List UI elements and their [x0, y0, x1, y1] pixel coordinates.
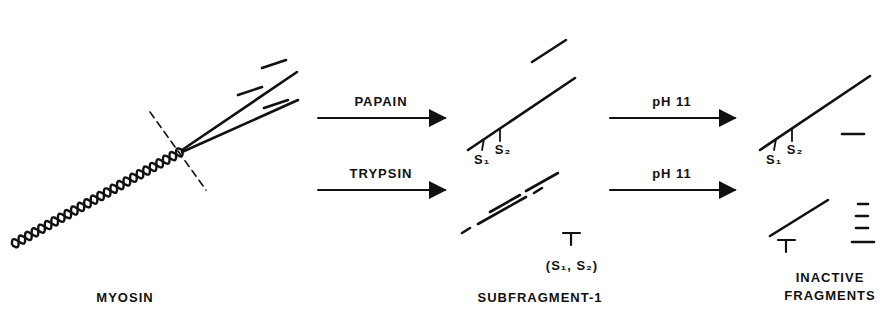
light-chain [852, 241, 874, 244]
cleavage-line [150, 112, 206, 190]
sulfhydryl-tick [774, 139, 776, 150]
site-label: S₁ [766, 151, 782, 169]
myosin-tail [12, 148, 183, 247]
heavy-chain [462, 228, 470, 233]
site-label: S₂ [787, 141, 803, 159]
enzyme-label: TRYPSIN [350, 165, 413, 183]
light-chain [842, 133, 864, 136]
light-chain [858, 203, 868, 206]
site-label: S₁ [474, 151, 490, 169]
sulfhydryl-tick [482, 139, 484, 150]
reaction-arrow [318, 117, 445, 119]
condition-label: pH 11 [652, 93, 692, 111]
light-chain [856, 227, 868, 230]
site-label: (S₁, S₂) [546, 257, 598, 275]
light-chain [238, 87, 262, 95]
reaction-arrow [318, 189, 445, 191]
light-chain [856, 215, 868, 218]
stage-label: SUBFRAGMENT-1 [478, 289, 603, 307]
t-fragment [563, 233, 580, 245]
heavy-chain [770, 200, 828, 236]
heavy-chain [468, 78, 575, 150]
t-fragment [778, 240, 795, 252]
light-chain [526, 173, 558, 191]
light-chain [532, 40, 566, 62]
condition-label: pH 11 [652, 165, 692, 183]
stage-label: INACTIVE FRAGMENTS [780, 269, 880, 304]
light-chain [264, 100, 288, 108]
sulfhydryl-tick [499, 129, 501, 141]
reaction-arrow [610, 189, 735, 191]
light-chain [490, 195, 520, 212]
heavy-chain [478, 197, 526, 224]
heavy-chain [534, 188, 542, 193]
sulfhydryl-tick [791, 129, 793, 141]
site-label: S₂ [495, 141, 511, 159]
myosin-head [182, 100, 298, 152]
stage-label: MYOSIN [96, 289, 153, 307]
enzyme-label: PAPAIN [354, 93, 407, 111]
reaction-arrow [610, 117, 735, 119]
myosin-head [182, 72, 297, 150]
tail-strand [12, 152, 183, 245]
heavy-chain [760, 76, 870, 150]
light-chain [262, 60, 286, 68]
